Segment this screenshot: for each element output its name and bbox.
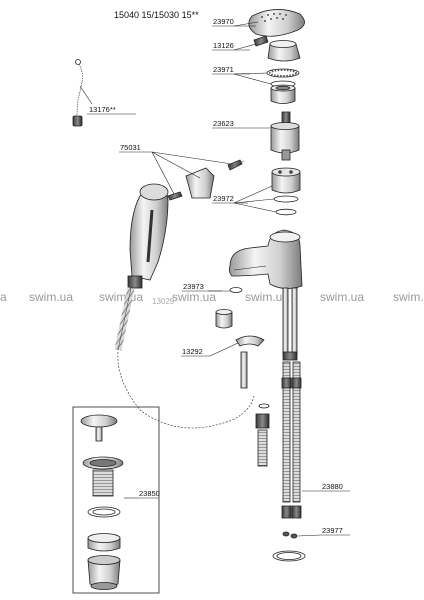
label-23977: 23977 bbox=[322, 526, 343, 535]
part-popup-lever: 13292 bbox=[181, 335, 265, 389]
watermark-5: swim.ua bbox=[320, 290, 364, 304]
part-faucet-body bbox=[228, 229, 303, 361]
part-holder-75031: 75031 bbox=[119, 143, 245, 201]
part-cartridge: 23623 bbox=[212, 111, 300, 161]
label-75031: 75031 bbox=[120, 143, 141, 152]
watermark-4: swim.ua bbox=[245, 290, 289, 304]
label-23972: 23972 bbox=[213, 194, 234, 203]
part-aerator bbox=[215, 309, 233, 329]
watermark-2: swim.ua bbox=[99, 290, 143, 304]
diagram-title: 15040 15/15030 15** bbox=[114, 10, 199, 20]
watermark-6: swim.ua bbox=[393, 290, 424, 304]
part-23972-set: 23972 bbox=[212, 167, 301, 216]
label-23623: 23623 bbox=[213, 119, 234, 128]
part-shower-hose: 13029 bbox=[114, 287, 255, 429]
part-screw-13126: 13126 bbox=[212, 35, 269, 51]
part-23973: 23973 bbox=[182, 282, 243, 293]
part-23971-set: 23971 bbox=[212, 65, 300, 104]
watermark-row: a swim.ua swim.ua swim.ua swim.ua swim.u… bbox=[0, 290, 424, 304]
label-23970: 23970 bbox=[213, 17, 234, 26]
part-handle-cap: 23970 bbox=[212, 9, 305, 37]
watermark-3: swim.ua bbox=[172, 290, 216, 304]
label-13176: 13176** bbox=[89, 105, 116, 114]
label-23880: 23880 bbox=[322, 482, 343, 491]
label-13126: 13126 bbox=[213, 41, 234, 50]
part-shower-coupling bbox=[255, 403, 270, 467]
label-13029: 13029 bbox=[152, 297, 175, 306]
part-drain-assembly: 23850 bbox=[72, 406, 160, 594]
part-hand-shower bbox=[127, 183, 169, 289]
label-23971: 23971 bbox=[213, 65, 234, 74]
label-23973: 23973 bbox=[183, 282, 204, 291]
watermark-1: swim.ua bbox=[29, 290, 73, 304]
part-supply-hoses: 23880 bbox=[281, 361, 350, 519]
part-chain: 13176** bbox=[72, 59, 136, 127]
label-13292: 13292 bbox=[182, 347, 203, 356]
watermark-partial: a bbox=[0, 290, 7, 304]
label-23850: 23850 bbox=[139, 489, 160, 498]
part-23977: 23977 bbox=[272, 526, 350, 562]
part-lever-body bbox=[267, 40, 301, 62]
